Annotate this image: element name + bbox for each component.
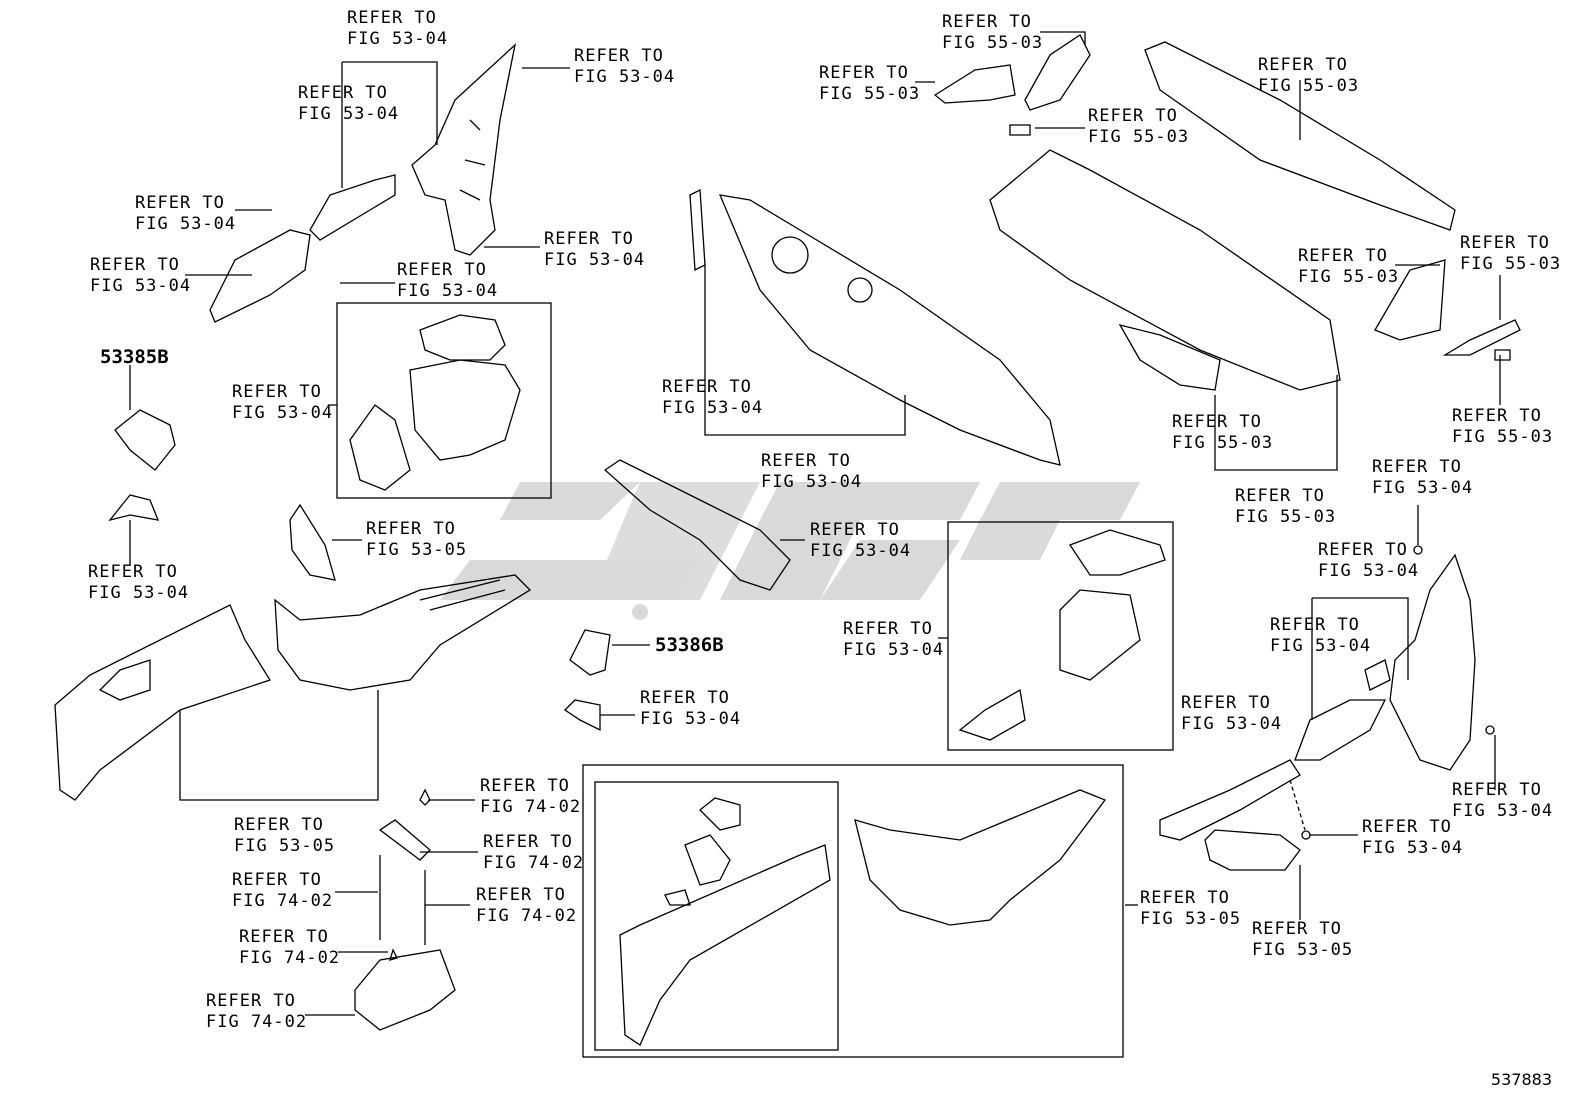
apron-bracket: [289, 503, 336, 581]
front-side-member-left: [54, 574, 532, 801]
part-small-center: [563, 699, 601, 732]
part-number-53385b: 53385B: [100, 346, 169, 368]
strut-tower-parts: [349, 314, 521, 491]
part-small-left: [108, 494, 160, 565]
part-53385b: [114, 365, 176, 471]
illustration-number: 537883: [1490, 1070, 1552, 1089]
cowl-top-panel: [933, 34, 1456, 391]
strut-tower-right: [958, 529, 1166, 741]
strut-tower-box: [336, 302, 552, 499]
dash-panel: [689, 188, 1061, 466]
part-number-53386b: 53386B: [655, 634, 724, 656]
leaders-right-pillar: [1311, 505, 1496, 790]
leaders-right-member: [1299, 834, 1358, 920]
side-member-assembly: [619, 789, 1107, 1046]
side-member-assembly-box: [582, 764, 1124, 1058]
a-pillar-left-part: [209, 43, 517, 323]
cowl-crossmember: [603, 459, 791, 591]
bracket-right: [1374, 259, 1446, 341]
leaders-battery: [305, 799, 478, 1016]
plate-right: [1494, 349, 1511, 361]
bracket-right-small: [1442, 319, 1521, 356]
parts-linework: [54, 31, 1521, 1058]
battery-bracket: [354, 788, 456, 1031]
leaders-top-right: [915, 31, 1501, 471]
side-member-inner-box: [594, 781, 839, 1051]
a-pillar-right-part: [1294, 545, 1495, 771]
leaders-top-left: [185, 61, 570, 284]
front-side-member-right: [1159, 759, 1311, 871]
watermark-logo: [440, 482, 1140, 620]
part-53386b: [569, 629, 611, 676]
leader-dash-panel: [704, 265, 906, 436]
leader-side-member: [179, 690, 379, 801]
strut-tower-box-right: [947, 521, 1174, 751]
